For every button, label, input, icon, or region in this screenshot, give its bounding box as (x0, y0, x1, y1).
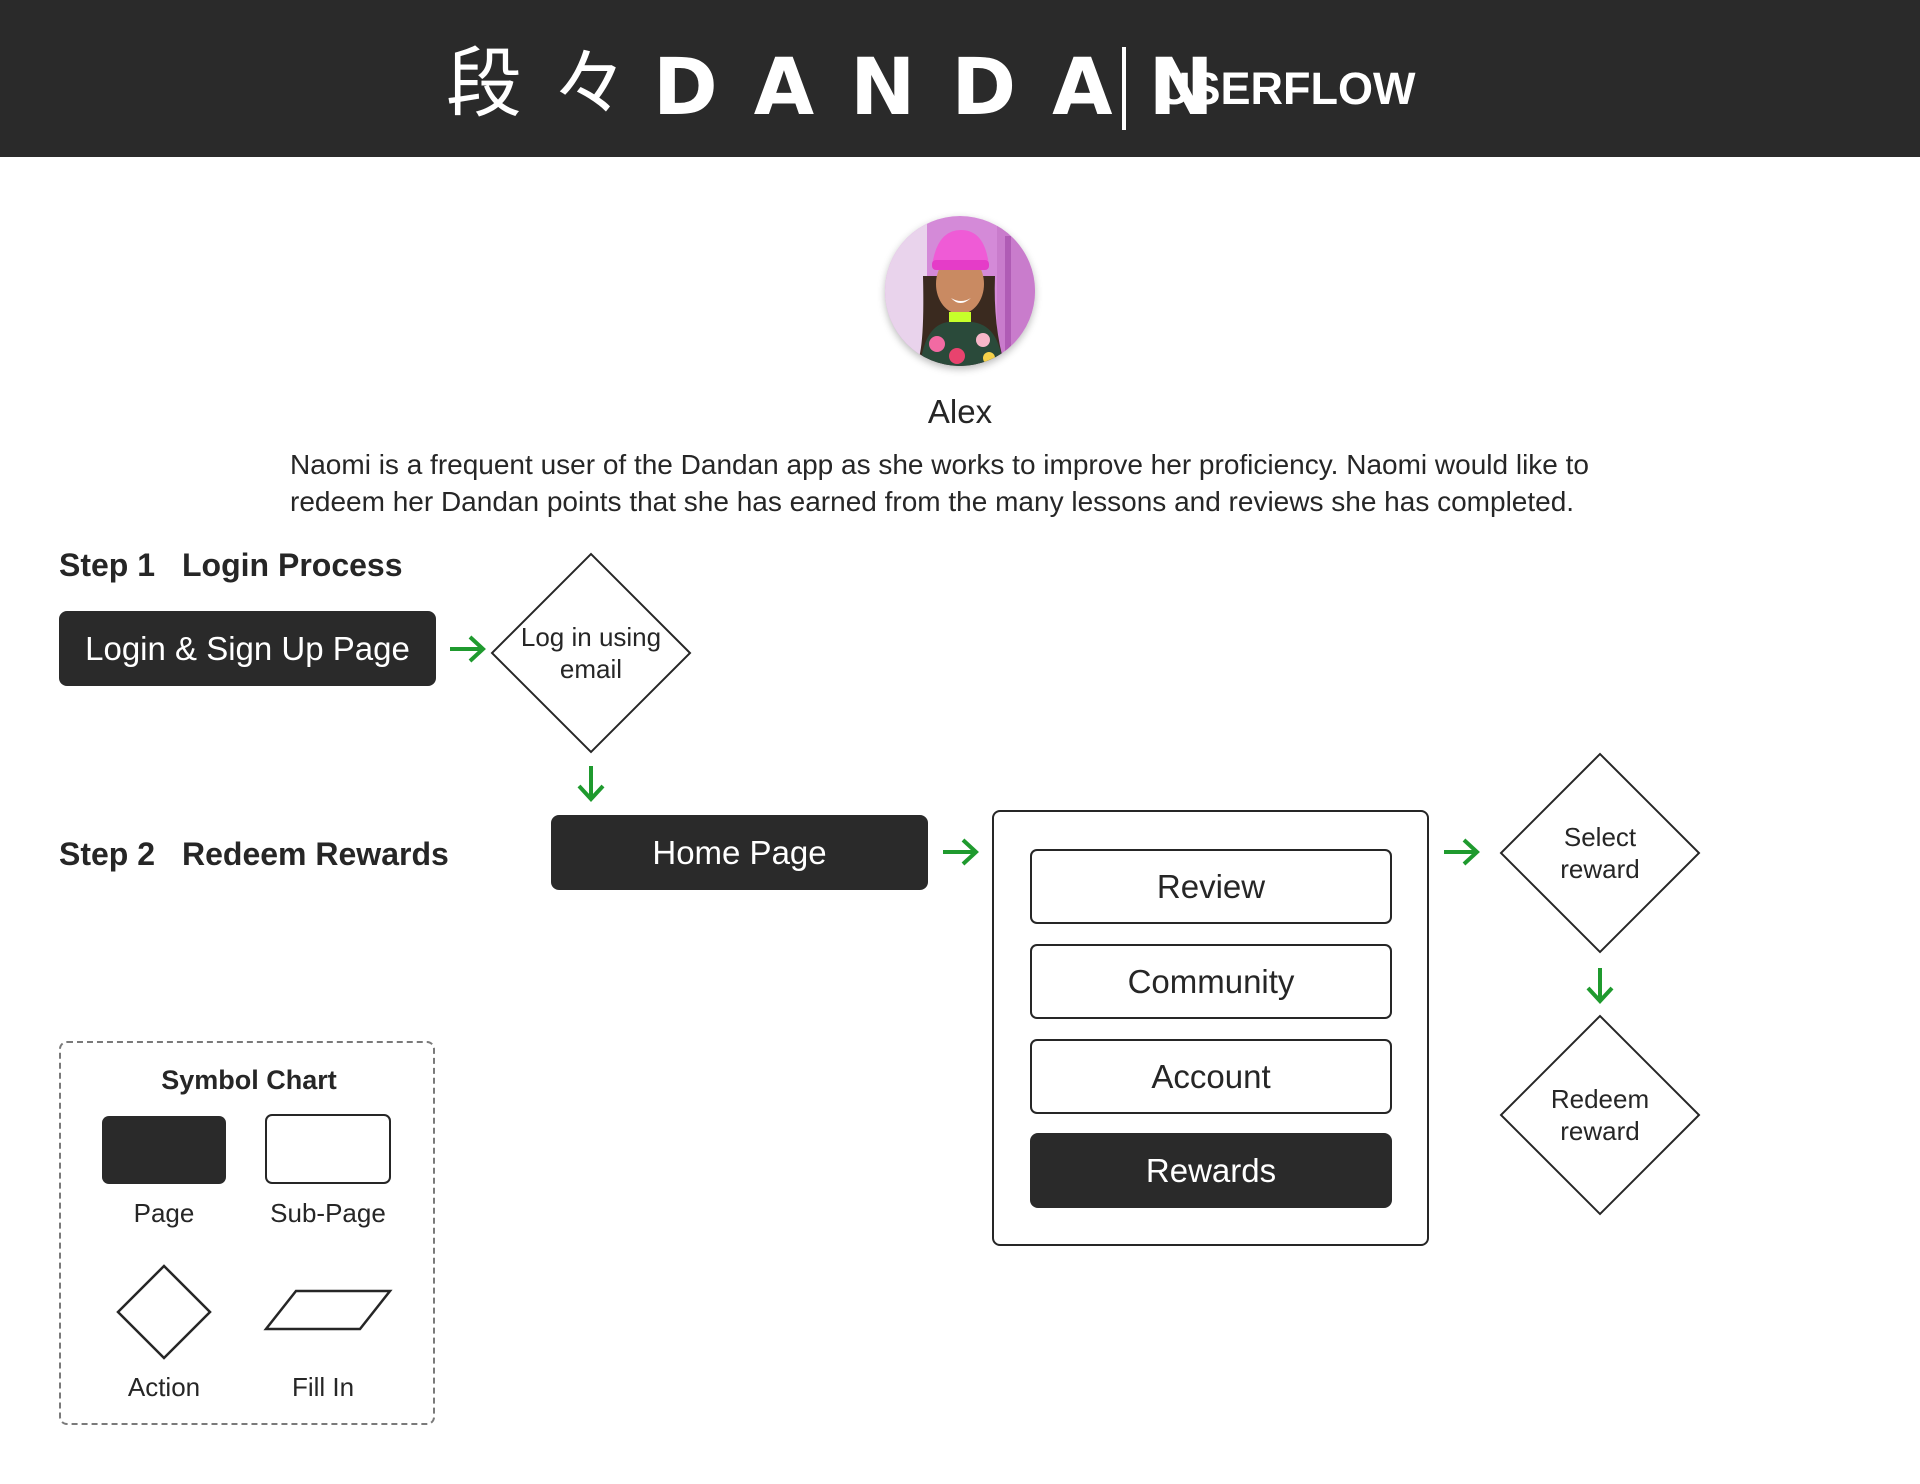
arrow-down-icon (575, 764, 607, 804)
legend-fill-in-symbol (262, 1288, 394, 1332)
login-signup-page-box: Login & Sign Up Page (59, 611, 436, 686)
login-action-diamond: Log in using email (490, 552, 692, 754)
header-title: USERFLOW (1158, 63, 1416, 114)
logo-wordmark: DANDAN (653, 43, 1250, 133)
legend-subpage-symbol (265, 1114, 391, 1184)
login-action-label: Log in using email (520, 622, 662, 684)
arrow-down-icon (1584, 966, 1616, 1006)
persona-description: Naomi is a frequent user of the Dandan a… (290, 449, 1590, 517)
legend-page-label: Page (133, 1198, 195, 1228)
arrow-right-icon (1442, 836, 1482, 868)
persona-name: Alex (927, 393, 993, 430)
legend-page-symbol (102, 1116, 226, 1184)
legend-fill-in-label: Fill In (291, 1372, 355, 1402)
rewards-page-box: Rewards (1030, 1133, 1392, 1208)
redeem-reward-label: Redeem reward (1550, 1084, 1650, 1146)
persona-avatar (885, 216, 1035, 366)
step-2-label: Step 2 (59, 836, 156, 872)
account-subpage-box: Account (1030, 1039, 1392, 1114)
legend-title: Symbol Chart (161, 1065, 337, 1095)
step-2-title: Redeem Rewards (182, 836, 449, 872)
arrow-right-icon (941, 836, 981, 868)
header-bar (0, 0, 1920, 157)
logo-kanji: 段々 (446, 39, 658, 128)
legend-action-symbol (114, 1262, 214, 1362)
arrow-right-icon (448, 633, 488, 665)
select-reward-diamond: Select reward (1499, 752, 1701, 954)
legend-action-label: Action (127, 1372, 201, 1402)
review-subpage-box: Review (1030, 849, 1392, 924)
symbol-chart-legend: Symbol Chart Page Sub-Page Action Fill I… (59, 1041, 435, 1425)
step-1-title: Login Process (182, 547, 403, 583)
redeem-reward-diamond: Redeem reward (1499, 1014, 1701, 1216)
select-reward-label: Select reward (1560, 822, 1640, 884)
header-divider (1122, 47, 1126, 130)
community-subpage-box: Community (1030, 944, 1392, 1019)
step-1-label: Step 1 (59, 547, 156, 583)
legend-subpage-label: Sub-Page (270, 1198, 386, 1228)
home-page-box: Home Page (551, 815, 928, 890)
